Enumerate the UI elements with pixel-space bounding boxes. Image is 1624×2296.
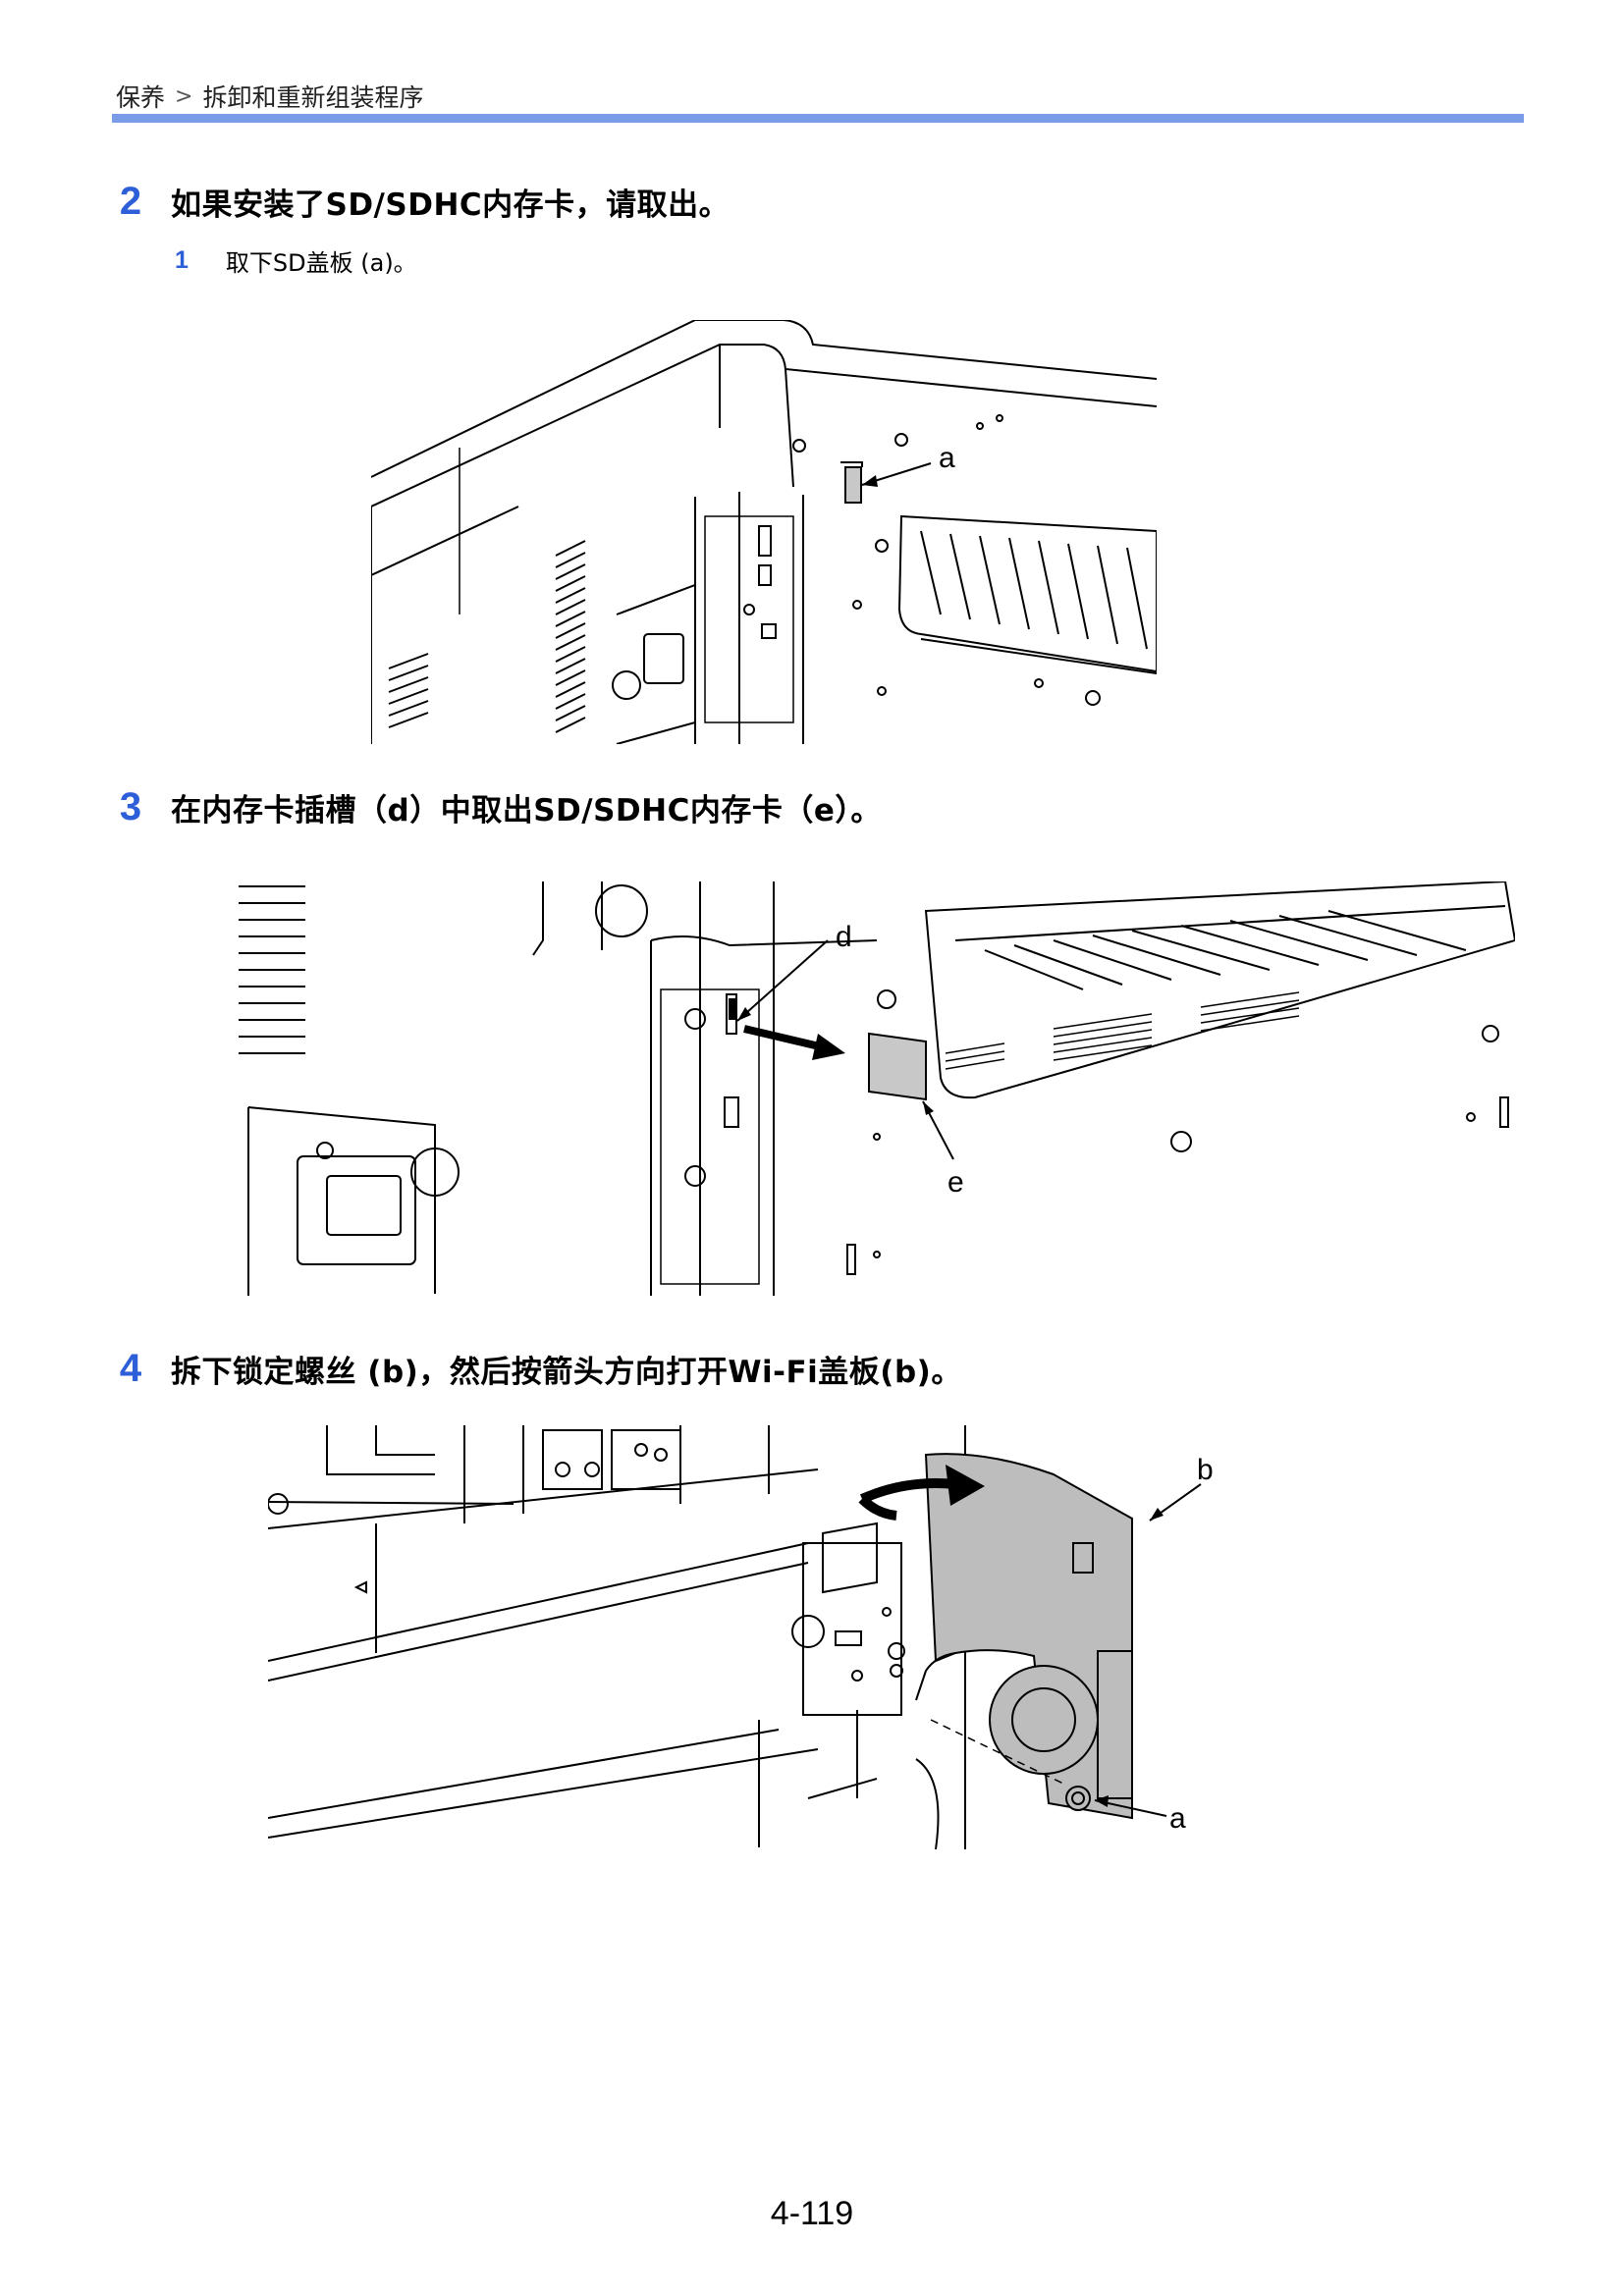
callout-label: d: [836, 921, 852, 953]
callout-label: e: [947, 1166, 964, 1199]
figure-sd-cover: a: [371, 320, 1157, 744]
figure-sd-card-removal: d e: [239, 881, 1515, 1296]
sd-card-removal-illustration: d e: [239, 881, 1515, 1296]
callout-label: b: [1197, 1454, 1214, 1486]
page-number: 4-119: [770, 2195, 854, 2232]
sd-cover-illustration: a: [371, 320, 1157, 744]
step-3: 3 在内存卡插槽（d）中取出SD/SDHC内存卡（e）。: [118, 785, 882, 829]
header-rule: [112, 114, 1524, 123]
step-text: 拆下锁定螺丝 (b)，然后按箭头方向打开Wi-Fi盖板(b)。: [171, 1355, 962, 1390]
step-text: 在内存卡插槽（d）中取出SD/SDHC内存卡（e）。: [171, 793, 882, 828]
breadcrumb-separator-icon: >: [175, 83, 193, 109]
breadcrumb-section[interactable]: 保养: [116, 83, 166, 112]
step-4: 4 拆下锁定螺丝 (b)，然后按箭头方向打开Wi-Fi盖板(b)。: [118, 1347, 962, 1391]
breadcrumb-page: 拆卸和重新组装程序: [202, 83, 424, 112]
step-number: 4: [119, 1347, 142, 1390]
step-2: 2 如果安装了SD/SDHC内存卡，请取出。: [118, 180, 730, 224]
substep-text: 取下SD盖板 (a)。: [225, 249, 417, 277]
substep-1: 1 取下SD盖板 (a)。: [175, 243, 417, 278]
substep-number: 1: [175, 246, 189, 274]
figure-wifi-cover: b a: [268, 1425, 1250, 1849]
step-number: 3: [119, 785, 142, 828]
step-text: 如果安装了SD/SDHC内存卡，请取出。: [171, 187, 731, 223]
step-number: 2: [119, 180, 142, 223]
breadcrumb: 保养 > 拆卸和重新组装程序: [116, 79, 423, 114]
callout-label: a: [1169, 1802, 1186, 1835]
callout-label: a: [939, 442, 955, 474]
wifi-cover-illustration: b a: [268, 1425, 1214, 1849]
